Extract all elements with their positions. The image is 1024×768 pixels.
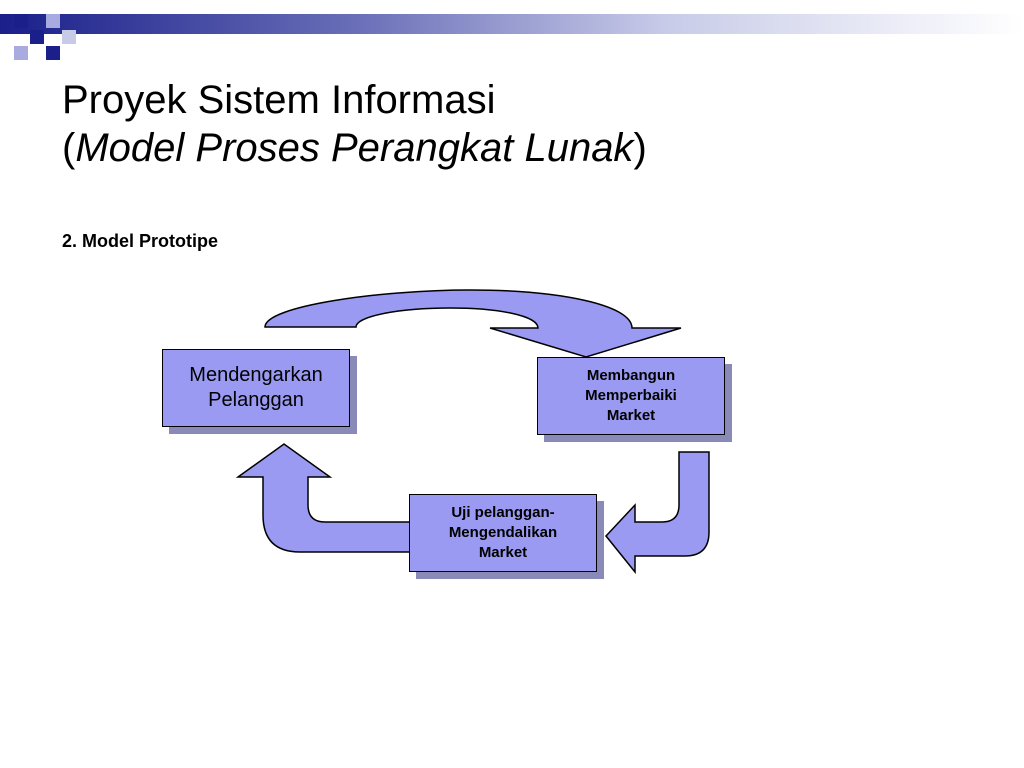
node-mendengarkan-pelanggan: Mendengarkan Pelanggan xyxy=(162,349,350,427)
node-label: Pelanggan xyxy=(208,389,304,411)
node-label: Market xyxy=(478,544,528,561)
node-membangun-memperbaiki: Membangun Memperbaiki Market xyxy=(537,357,725,435)
header-square-light xyxy=(62,30,76,44)
node-label: Uji pelanggan- xyxy=(451,504,555,521)
arrow-top-curved xyxy=(264,289,682,358)
title-line-1: Proyek Sistem Informasi xyxy=(62,78,496,122)
header-gradient-bar xyxy=(0,14,1024,34)
node-label: Mendengarkan xyxy=(189,364,323,386)
node-label: Market xyxy=(606,407,656,424)
header-square-dark xyxy=(46,46,60,60)
title-close-paren: ) xyxy=(633,126,647,170)
node-label: Memperbaiki xyxy=(585,387,677,404)
arrow-left-bend xyxy=(235,443,412,553)
title-line-2: (Model Proses Perangkat Lunak) xyxy=(62,124,647,172)
node-uji-pelanggan: Uji pelanggan- Mengendalikan Market xyxy=(409,494,597,572)
title-open-paren: ( xyxy=(62,126,76,170)
node-label: Membangun xyxy=(586,367,676,384)
header-square-dark xyxy=(14,14,28,28)
header-square-dark xyxy=(30,30,44,44)
node-label: Mengendalikan xyxy=(448,524,558,541)
header-square-light xyxy=(46,14,60,28)
arrow-right-bend xyxy=(605,451,710,575)
slide-title: Proyek Sistem Informasi (Model Proses Pe… xyxy=(62,76,647,172)
section-subtitle: 2. Model Prototipe xyxy=(62,231,219,251)
header-square-light xyxy=(14,46,28,60)
title-italic: Model Proses Perangkat Lunak xyxy=(75,126,634,170)
